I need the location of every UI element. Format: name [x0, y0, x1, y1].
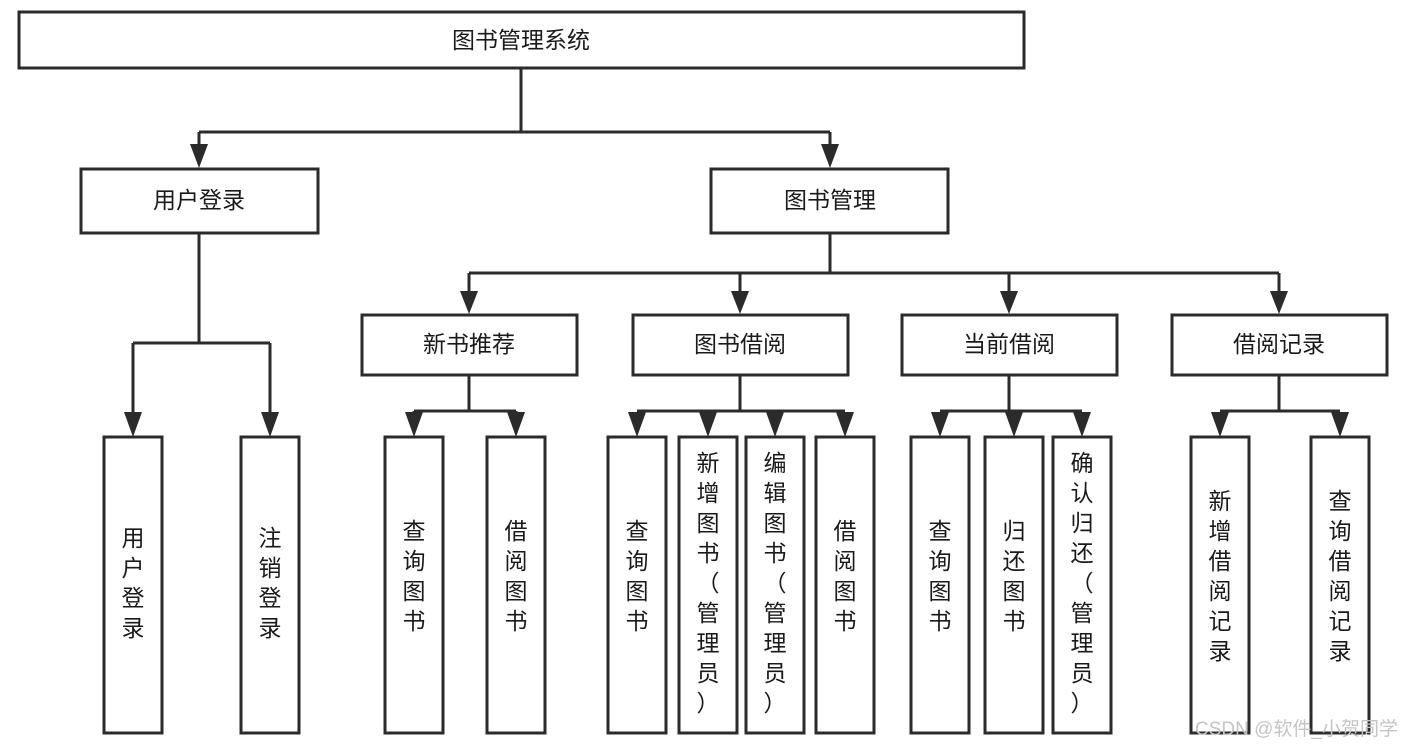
node-book-manage-label: 图书管理	[784, 187, 876, 213]
node-leaf-return-book-label: 归还图书	[1003, 518, 1026, 634]
connector-bookborrow-to-leaves	[628, 375, 854, 437]
node-leaf-query-book-2[interactable]: 查询图书	[606, 435, 668, 735]
node-leaf-query-book-1-box[interactable]	[383, 435, 445, 735]
connector-root-to-level2	[190, 68, 839, 168]
node-leaf-query-record-box[interactable]	[1309, 435, 1371, 735]
node-current-borrow[interactable]: 当前借阅	[900, 313, 1119, 377]
node-root[interactable]: 图书管理系统	[17, 10, 1026, 70]
node-current-borrow-label: 当前借阅	[963, 331, 1055, 357]
node-leaf-query-book-1-label: 查询图书	[403, 518, 426, 634]
node-leaf-logout-login-label: 注销登录	[259, 525, 282, 641]
arrow-head-icon	[931, 412, 949, 437]
node-leaf-borrow-book-2[interactable]: 借阅图书	[814, 435, 876, 735]
arrow-head-icon	[836, 412, 854, 437]
node-leaf-user-login-box[interactable]	[102, 435, 164, 735]
node-current-borrow-box[interactable]	[900, 313, 1119, 377]
node-root-box[interactable]	[17, 10, 1026, 70]
node-borrow-record-label: 借阅记录	[1233, 331, 1325, 357]
node-leaf-add-record-box[interactable]	[1189, 435, 1251, 735]
node-book-manage[interactable]: 图书管理	[709, 167, 950, 235]
leaf-node-group: 用户登录 注销登录 查询图书 借阅图书 查询图书 新增图书（管理员）	[102, 435, 1371, 735]
node-leaf-add-record[interactable]: 新增借阅记录	[1189, 435, 1251, 735]
node-user-login[interactable]: 用户登录	[79, 167, 320, 235]
node-book-manage-box[interactable]	[709, 167, 950, 235]
node-leaf-return-book-box[interactable]	[983, 435, 1045, 735]
node-user-login-box[interactable]	[79, 167, 320, 235]
arrow-head-icon	[190, 144, 208, 168]
node-book-borrow-label: 图书借阅	[694, 331, 786, 357]
node-leaf-query-book-1[interactable]: 查询图书	[383, 435, 445, 735]
node-leaf-query-book-3[interactable]: 查询图书	[909, 435, 971, 735]
connector-userlogin-to-leaves	[124, 233, 279, 437]
arrow-head-icon	[1005, 412, 1023, 437]
connector-borrowrecord-to-leaves	[1211, 375, 1349, 437]
arrow-head-icon	[261, 412, 279, 437]
arrow-head-icon	[1211, 412, 1229, 437]
node-leaf-confirm-return-label: 确认归还（管理员）	[1071, 450, 1094, 716]
node-leaf-edit-book-label: 编辑图书（管理员）	[764, 450, 787, 716]
arrow-head-icon	[731, 291, 749, 314]
node-borrow-record-box[interactable]	[1170, 313, 1389, 377]
node-leaf-user-login-label: 用户登录	[122, 525, 145, 641]
node-book-borrow-box[interactable]	[631, 313, 850, 377]
node-borrow-record[interactable]: 借阅记录	[1170, 313, 1389, 377]
node-leaf-add-book-label: 新增图书（管理员）	[697, 450, 720, 716]
node-leaf-borrow-book-2-label: 借阅图书	[834, 518, 857, 634]
arrow-head-icon	[460, 291, 478, 314]
node-leaf-borrow-book-2-box[interactable]	[814, 435, 876, 735]
node-leaf-confirm-return[interactable]: 确认归还（管理员）	[1051, 435, 1113, 735]
watermark-label: CSDN @软件_小贺同学	[1195, 718, 1398, 740]
connector-currentborrow-to-leaves	[931, 375, 1091, 437]
arrow-head-icon	[1270, 291, 1288, 314]
node-leaf-query-book-2-box[interactable]	[606, 435, 668, 735]
arrow-head-icon	[507, 412, 525, 437]
node-book-borrow[interactable]: 图书借阅	[631, 313, 850, 377]
arrow-head-icon	[124, 412, 142, 437]
node-leaf-confirm-return-box[interactable]	[1051, 435, 1113, 735]
node-new-book-recommend[interactable]: 新书推荐	[360, 313, 579, 377]
arrow-head-icon	[1073, 412, 1091, 437]
node-new-book-recommend-label: 新书推荐	[423, 331, 515, 357]
arrow-head-icon	[699, 412, 717, 437]
node-leaf-add-book-box[interactable]	[677, 435, 739, 735]
arrow-head-icon	[766, 412, 784, 437]
node-leaf-query-book-2-label: 查询图书	[626, 518, 649, 634]
node-new-book-recommend-box[interactable]	[360, 313, 579, 377]
arrow-head-icon	[405, 412, 423, 437]
node-leaf-borrow-book-1-label: 借阅图书	[505, 518, 528, 634]
node-leaf-add-record-label: 新增借阅记录	[1209, 488, 1232, 664]
arrow-head-icon	[1331, 412, 1349, 437]
connector-bookmanage-to-level3	[460, 233, 1288, 314]
node-leaf-user-login[interactable]: 用户登录	[102, 435, 164, 735]
node-leaf-query-book-3-box[interactable]	[909, 435, 971, 735]
node-leaf-edit-book-box[interactable]	[744, 435, 806, 735]
node-leaf-logout-login[interactable]: 注销登录	[239, 435, 301, 735]
arrow-head-icon	[821, 144, 839, 168]
node-leaf-return-book[interactable]: 归还图书	[983, 435, 1045, 735]
node-root-label: 图书管理系统	[452, 27, 590, 53]
node-leaf-add-book[interactable]: 新增图书（管理员）	[677, 435, 739, 735]
node-leaf-query-book-3-label: 查询图书	[929, 518, 952, 634]
arrow-head-icon	[628, 412, 646, 437]
connector-newbook-to-leaves	[405, 375, 525, 437]
node-leaf-borrow-book-1[interactable]: 借阅图书	[485, 435, 547, 735]
node-leaf-edit-book[interactable]: 编辑图书（管理员）	[744, 435, 806, 735]
arrow-head-icon	[1000, 291, 1018, 314]
node-leaf-query-record[interactable]: 查询借阅记录	[1309, 435, 1371, 735]
node-leaf-logout-login-box[interactable]	[239, 435, 301, 735]
node-user-login-label: 用户登录	[153, 187, 245, 213]
node-leaf-query-record-label: 查询借阅记录	[1329, 488, 1352, 664]
node-leaf-borrow-book-1-box[interactable]	[485, 435, 547, 735]
